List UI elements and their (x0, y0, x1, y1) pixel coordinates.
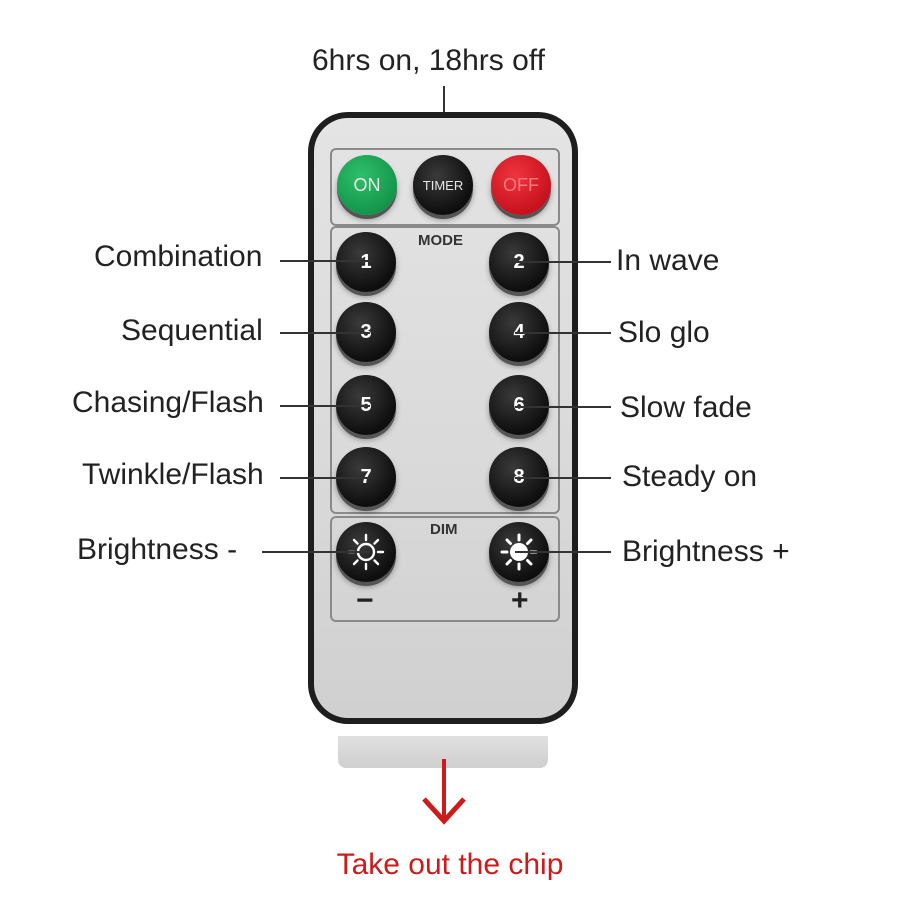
chip-caption: Take out the chip (336, 848, 564, 881)
leader-3 (280, 332, 370, 334)
leader-4 (515, 332, 611, 334)
leader-1 (280, 260, 370, 262)
dim-title: DIM (430, 521, 458, 538)
leader-7 (280, 477, 370, 479)
label-in-wave: In wave (616, 244, 720, 277)
label-brightness-minus: Brightness - (77, 533, 238, 566)
leader-6 (515, 406, 611, 408)
label-sequential: Sequential (121, 314, 263, 347)
leader-5 (280, 405, 370, 407)
label-brightness-plus: Brightness + (622, 535, 790, 568)
label-chasing-flash: Chasing/Flash (72, 386, 264, 419)
leader-2 (515, 261, 611, 263)
power-panel (330, 148, 560, 226)
dim-panel (330, 516, 560, 622)
off-button[interactable]: OFF (491, 155, 551, 215)
mode-button-1[interactable]: 1 (336, 232, 396, 292)
label-slow-fade: Slow fade (620, 391, 752, 424)
label-combination: Combination (94, 240, 263, 273)
mode-panel (330, 226, 560, 514)
leader-8 (515, 477, 611, 479)
timer-caption: 6hrs on, 18hrs off (312, 44, 545, 77)
label-slo-glo: Slo glo (618, 316, 710, 349)
arrow-down-icon (422, 759, 466, 825)
label-twinkle-flash: Twinkle/Flash (82, 458, 264, 491)
label-steady-on: Steady on (622, 460, 758, 493)
leader-dim-plus (515, 551, 611, 553)
mode-title: MODE (418, 232, 463, 249)
mode-button-6[interactable]: 6 (489, 375, 549, 435)
dim-minus-sign: − (356, 584, 374, 617)
remote-control (308, 112, 578, 724)
dim-plus-sign: + (511, 584, 529, 617)
timer-button[interactable]: TIMER (413, 155, 473, 215)
on-button[interactable]: ON (337, 155, 397, 215)
leader-dim-minus (262, 551, 370, 553)
